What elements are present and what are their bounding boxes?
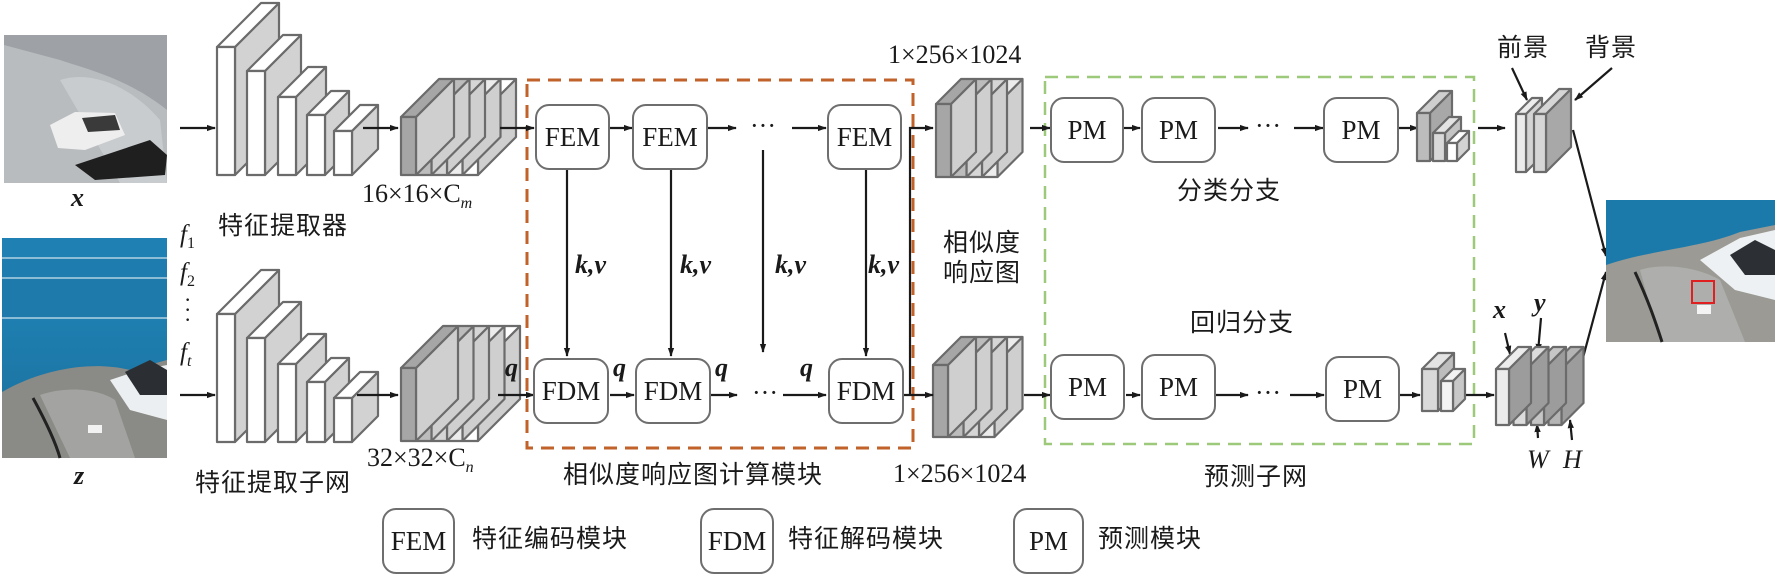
reg-h-label: H xyxy=(1563,445,1582,474)
foreground-label: 前景 xyxy=(1497,33,1550,62)
pm-reg-ellipsis: ··· xyxy=(1255,378,1281,407)
template-image-x xyxy=(4,35,167,183)
fdm-box-3[interactable]: FDM xyxy=(828,358,904,424)
top-feature-dims: 16×16×Cm xyxy=(362,179,473,212)
search-frames-z xyxy=(2,238,167,459)
fdm-box-1[interactable]: FDM xyxy=(533,358,609,424)
reg-w-label: W xyxy=(1527,445,1549,474)
extractor-layer-5 xyxy=(332,103,380,177)
feature-extractor-label: 特征提取器 xyxy=(218,211,349,240)
cls-block-3 xyxy=(1445,129,1471,163)
background-map xyxy=(1532,87,1573,174)
reg-x-label: x xyxy=(1493,295,1506,324)
frame-label-ellipsis: ··· xyxy=(184,287,192,332)
legend-fdm-box: FDM xyxy=(700,508,774,574)
feature-extractor-subnet-label: 特征提取子网 xyxy=(195,468,352,497)
q-label-0: q xyxy=(505,353,518,382)
frame-label-f2: f2 xyxy=(180,259,195,290)
similarity-module-border xyxy=(525,78,915,450)
feature-map-32x32 xyxy=(399,324,522,443)
cls-output-blocks xyxy=(1415,87,1585,427)
arrows xyxy=(180,67,1613,441)
kv-label-3: k,v xyxy=(775,250,807,279)
pm-box-reg-1[interactable]: PM xyxy=(1050,354,1125,420)
fem-ellipsis: ··· xyxy=(750,111,776,140)
pm-box-cls-3[interactable]: PM xyxy=(1323,97,1399,163)
q-label-2: q xyxy=(715,353,728,382)
pm-box-reg-2[interactable]: PM xyxy=(1141,354,1216,420)
search-label: z xyxy=(74,461,85,490)
kv-label-1: k,v xyxy=(575,250,607,279)
q-label-1: q xyxy=(613,353,626,382)
response-map-label-1: 相似度 xyxy=(943,228,1022,257)
pm-box-reg-3[interactable]: PM xyxy=(1325,356,1400,422)
extractor-layer-5 xyxy=(332,370,380,444)
fem-box-1[interactable]: FEM xyxy=(535,104,610,170)
pm-box-cls-1[interactable]: PM xyxy=(1050,97,1124,163)
fem-box-3[interactable]: FEM xyxy=(827,104,902,170)
kv-label-2: k,v xyxy=(680,250,712,279)
legend-fem-box: FEM xyxy=(382,508,455,574)
classification-branch-label: 分类分支 xyxy=(1177,176,1282,205)
response-map-top xyxy=(934,77,1024,179)
fdm-ellipsis: ··· xyxy=(752,378,778,407)
channel-slice-1 xyxy=(399,324,460,443)
fem-box-2[interactable]: FEM xyxy=(632,104,708,170)
legend-fem-text: 特征编码模块 xyxy=(472,524,629,553)
regression-branch-label: 回归分支 xyxy=(1190,308,1295,337)
legend-pm-box: PM xyxy=(1013,508,1084,574)
bottom-feature-dims: 32×32×Cn xyxy=(367,443,474,476)
response-map-top-dims: 1×256×1024 xyxy=(888,40,1022,69)
channel-slice-1 xyxy=(934,77,978,179)
q-label-3: q xyxy=(800,353,813,382)
prediction-subnet-label: 预测子网 xyxy=(1204,462,1309,491)
background-label: 背景 xyxy=(1585,33,1638,62)
response-map-label-2: 响应图 xyxy=(943,258,1022,287)
output-tracking-image xyxy=(1606,200,1775,343)
legend-pm-text: 预测模块 xyxy=(1098,524,1203,553)
response-map-bottom-dims: 1×256×1024 xyxy=(893,459,1027,488)
feature-map-16x16 xyxy=(399,77,518,177)
target-bounding-box xyxy=(1691,280,1715,304)
pm-cls-ellipsis: ··· xyxy=(1255,111,1281,140)
prediction-subnet-border xyxy=(1043,75,1476,446)
feature-extractor-top xyxy=(215,1,380,177)
reg-block-2 xyxy=(1439,367,1467,413)
reg-map-1 xyxy=(1494,345,1533,427)
kv-label-4: k,v xyxy=(868,250,900,279)
template-label: x xyxy=(71,183,84,212)
feature-extractor-bottom xyxy=(215,268,380,444)
reg-y-label: y xyxy=(1534,288,1546,317)
legend-fdm-text: 特征解码模块 xyxy=(788,524,945,553)
fdm-box-2[interactable]: FDM xyxy=(635,358,711,424)
frame-label-f1: f1 xyxy=(180,221,195,252)
similarity-module-label: 相似度响应图计算模块 xyxy=(563,460,824,489)
channel-slice-1 xyxy=(399,77,456,177)
response-map-bottom xyxy=(931,335,1024,439)
channel-slice-1 xyxy=(931,335,978,439)
frame-label-ft: ft xyxy=(180,339,192,370)
pm-box-cls-2[interactable]: PM xyxy=(1141,97,1216,163)
